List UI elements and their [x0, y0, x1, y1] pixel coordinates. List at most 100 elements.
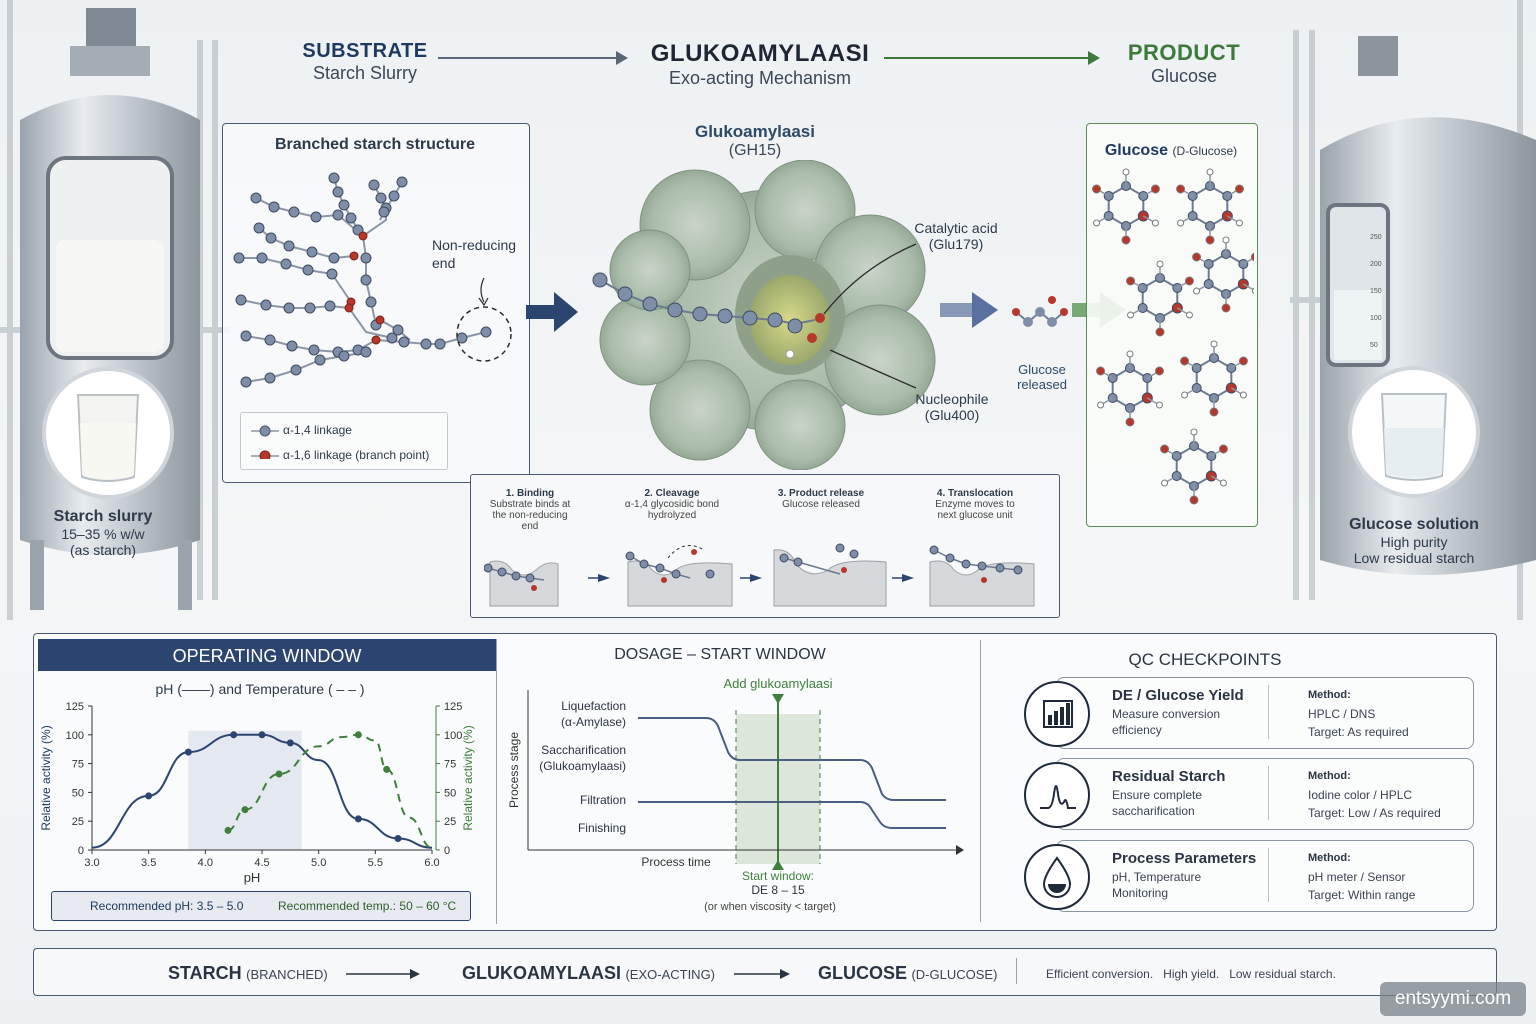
oxygen-atom — [1121, 235, 1131, 245]
data-point — [230, 731, 238, 739]
product-title: PRODUCT — [1127, 40, 1241, 65]
hydrogen-atom — [1190, 428, 1198, 436]
y2-tick-label: 25 — [444, 816, 456, 828]
acid-residue: (Glu179) — [928, 236, 984, 252]
footer-tagline: Efficient conversion. High yield. Low re… — [1046, 967, 1336, 981]
qc-item-desc: efficiency — [1112, 723, 1162, 737]
catalytic-acid-label: Catalytic acid (Glu179) — [904, 220, 1008, 252]
x-tick-label: 5.0 — [311, 857, 326, 869]
glucose-unit-bead — [314, 354, 326, 366]
footer-glucose: GLUCOSE (D-GLUCOSE) — [818, 963, 997, 984]
hydrogen-atom — [1097, 401, 1105, 409]
y-tick-label: 75 — [72, 759, 84, 771]
hydrogen-atom — [1161, 479, 1169, 487]
glucose-unit-bead — [264, 334, 276, 346]
glucose-unit-bead — [288, 206, 300, 218]
oxygen-atom — [1250, 252, 1254, 262]
glucose-unit-bead — [240, 330, 252, 342]
enzyme-subtitle: Exo-acting Mechanism — [668, 68, 852, 88]
product-subtitle: Glucose — [1150, 66, 1218, 86]
hydrogen-atom — [1239, 391, 1247, 399]
glucose-unit-bead — [306, 246, 318, 258]
glucose-unit-bead — [360, 346, 372, 358]
step-cleavage: 2. Cleavage α-1,4 glycosidic bond hydrol… — [612, 488, 732, 521]
data-point — [286, 739, 294, 747]
glucose-unit-bead — [324, 300, 336, 312]
ring-bond — [1207, 252, 1245, 296]
qc-checkpoint-row — [1056, 840, 1474, 912]
oxygen-atom — [1126, 276, 1136, 286]
divider — [1016, 958, 1017, 984]
y2-tick-label: 125 — [444, 701, 462, 713]
residue-pointers — [823, 243, 917, 389]
arrow-to-enzyme-icon — [526, 292, 578, 332]
gauge-tick: 150 — [1370, 288, 1382, 295]
glucose-unit-bead — [280, 258, 292, 270]
footer-enzyme: GLUKOAMYLAASI (EXO-ACTING) — [462, 963, 715, 984]
x-tick-label: 5.5 — [368, 857, 383, 869]
glucose-unit-bead — [420, 338, 432, 350]
divider — [1268, 766, 1269, 820]
stage-sublabel: (α-Amylase) — [561, 715, 626, 729]
glucose-ring-molecule — [1096, 350, 1164, 427]
legend-alpha-16: α-1,6 linkage (branch point) — [283, 448, 430, 462]
y2-axis-label: Relative activity (%) — [461, 725, 475, 830]
glucose-unit-bead — [360, 274, 372, 286]
data-point — [224, 826, 232, 834]
ring-bond — [1107, 184, 1145, 228]
glucose-unit-bead — [396, 176, 408, 188]
glucose-unit-bead — [256, 252, 268, 264]
data-point — [258, 731, 266, 739]
footer-arrow-1 — [346, 969, 420, 979]
x-tick-label: 3.0 — [84, 857, 99, 869]
hydrogen-atom — [1151, 219, 1159, 227]
add-enzyme-marker — [772, 694, 784, 704]
x-tick-label: 4.5 — [254, 857, 269, 869]
oxygen-atom — [1192, 252, 1202, 262]
step-desc: Substrate binds at — [489, 499, 571, 510]
hydrogen-atom — [1251, 287, 1254, 295]
qc-title: QC CHECKPOINTS — [1128, 650, 1282, 669]
x-tick-label: 6.0 — [424, 857, 439, 869]
substrate-subtitle: Starch Slurry — [312, 63, 418, 83]
glucose-unit-bead — [283, 240, 295, 252]
right-tank-line1: High purity — [1380, 534, 1448, 550]
gauge-tick: 250 — [1370, 234, 1382, 241]
glucose-unit-bead — [235, 294, 247, 306]
qc-item-title: Residual Starch — [1112, 768, 1226, 785]
divider — [496, 639, 497, 924]
x-axis-label: pH — [244, 870, 261, 885]
step-desc: end — [521, 521, 539, 532]
starch-molecule — [233, 172, 512, 388]
qc-method-label: Method: — [1308, 770, 1351, 782]
oxygen-atom — [1189, 495, 1199, 505]
qc-item-title: DE / Glucose Yield — [1112, 687, 1244, 704]
y-tick-label: 50 — [72, 787, 84, 799]
oxygen-atom — [1221, 303, 1231, 313]
glucose-ring-molecule — [1126, 260, 1194, 337]
step-binding: 1. Binding Substrate binds at the non-re… — [478, 488, 582, 532]
glucose-unit-bead — [480, 326, 492, 338]
step-product-release: 3. Product release Glucose released — [766, 488, 876, 510]
stage-label: Finishing — [578, 821, 626, 835]
qc-method-value: pH meter / Sensor — [1308, 870, 1406, 884]
footer-enzyme-sub: (EXO-ACTING) — [625, 967, 716, 982]
glucose-unit-bead — [250, 192, 262, 204]
stage-label: Filtration — [580, 793, 626, 807]
qc-method-value: Iodine color / HPLC — [1308, 788, 1413, 802]
y2-tick-label: 50 — [444, 787, 456, 799]
qc-target-value: Target: As required — [1308, 725, 1409, 739]
glucose-unit-bead — [302, 264, 314, 276]
gauge-tick: 100 — [1370, 315, 1382, 322]
y2-tick-label: 0 — [444, 845, 450, 857]
stage-label: Liquefaction — [561, 699, 626, 713]
branch-point-bead — [344, 303, 354, 313]
footer-glucose-sub: (D-GLUCOSE) — [911, 967, 998, 982]
glucose-unit-bead — [308, 344, 320, 356]
oxygen-atom — [1238, 356, 1248, 366]
oxygen-atom — [1218, 444, 1228, 454]
hydrogen-atom — [1156, 260, 1164, 268]
step-desc: Glucose released — [782, 499, 860, 510]
step-desc: α-1,4 glycosidic bond — [624, 499, 720, 510]
